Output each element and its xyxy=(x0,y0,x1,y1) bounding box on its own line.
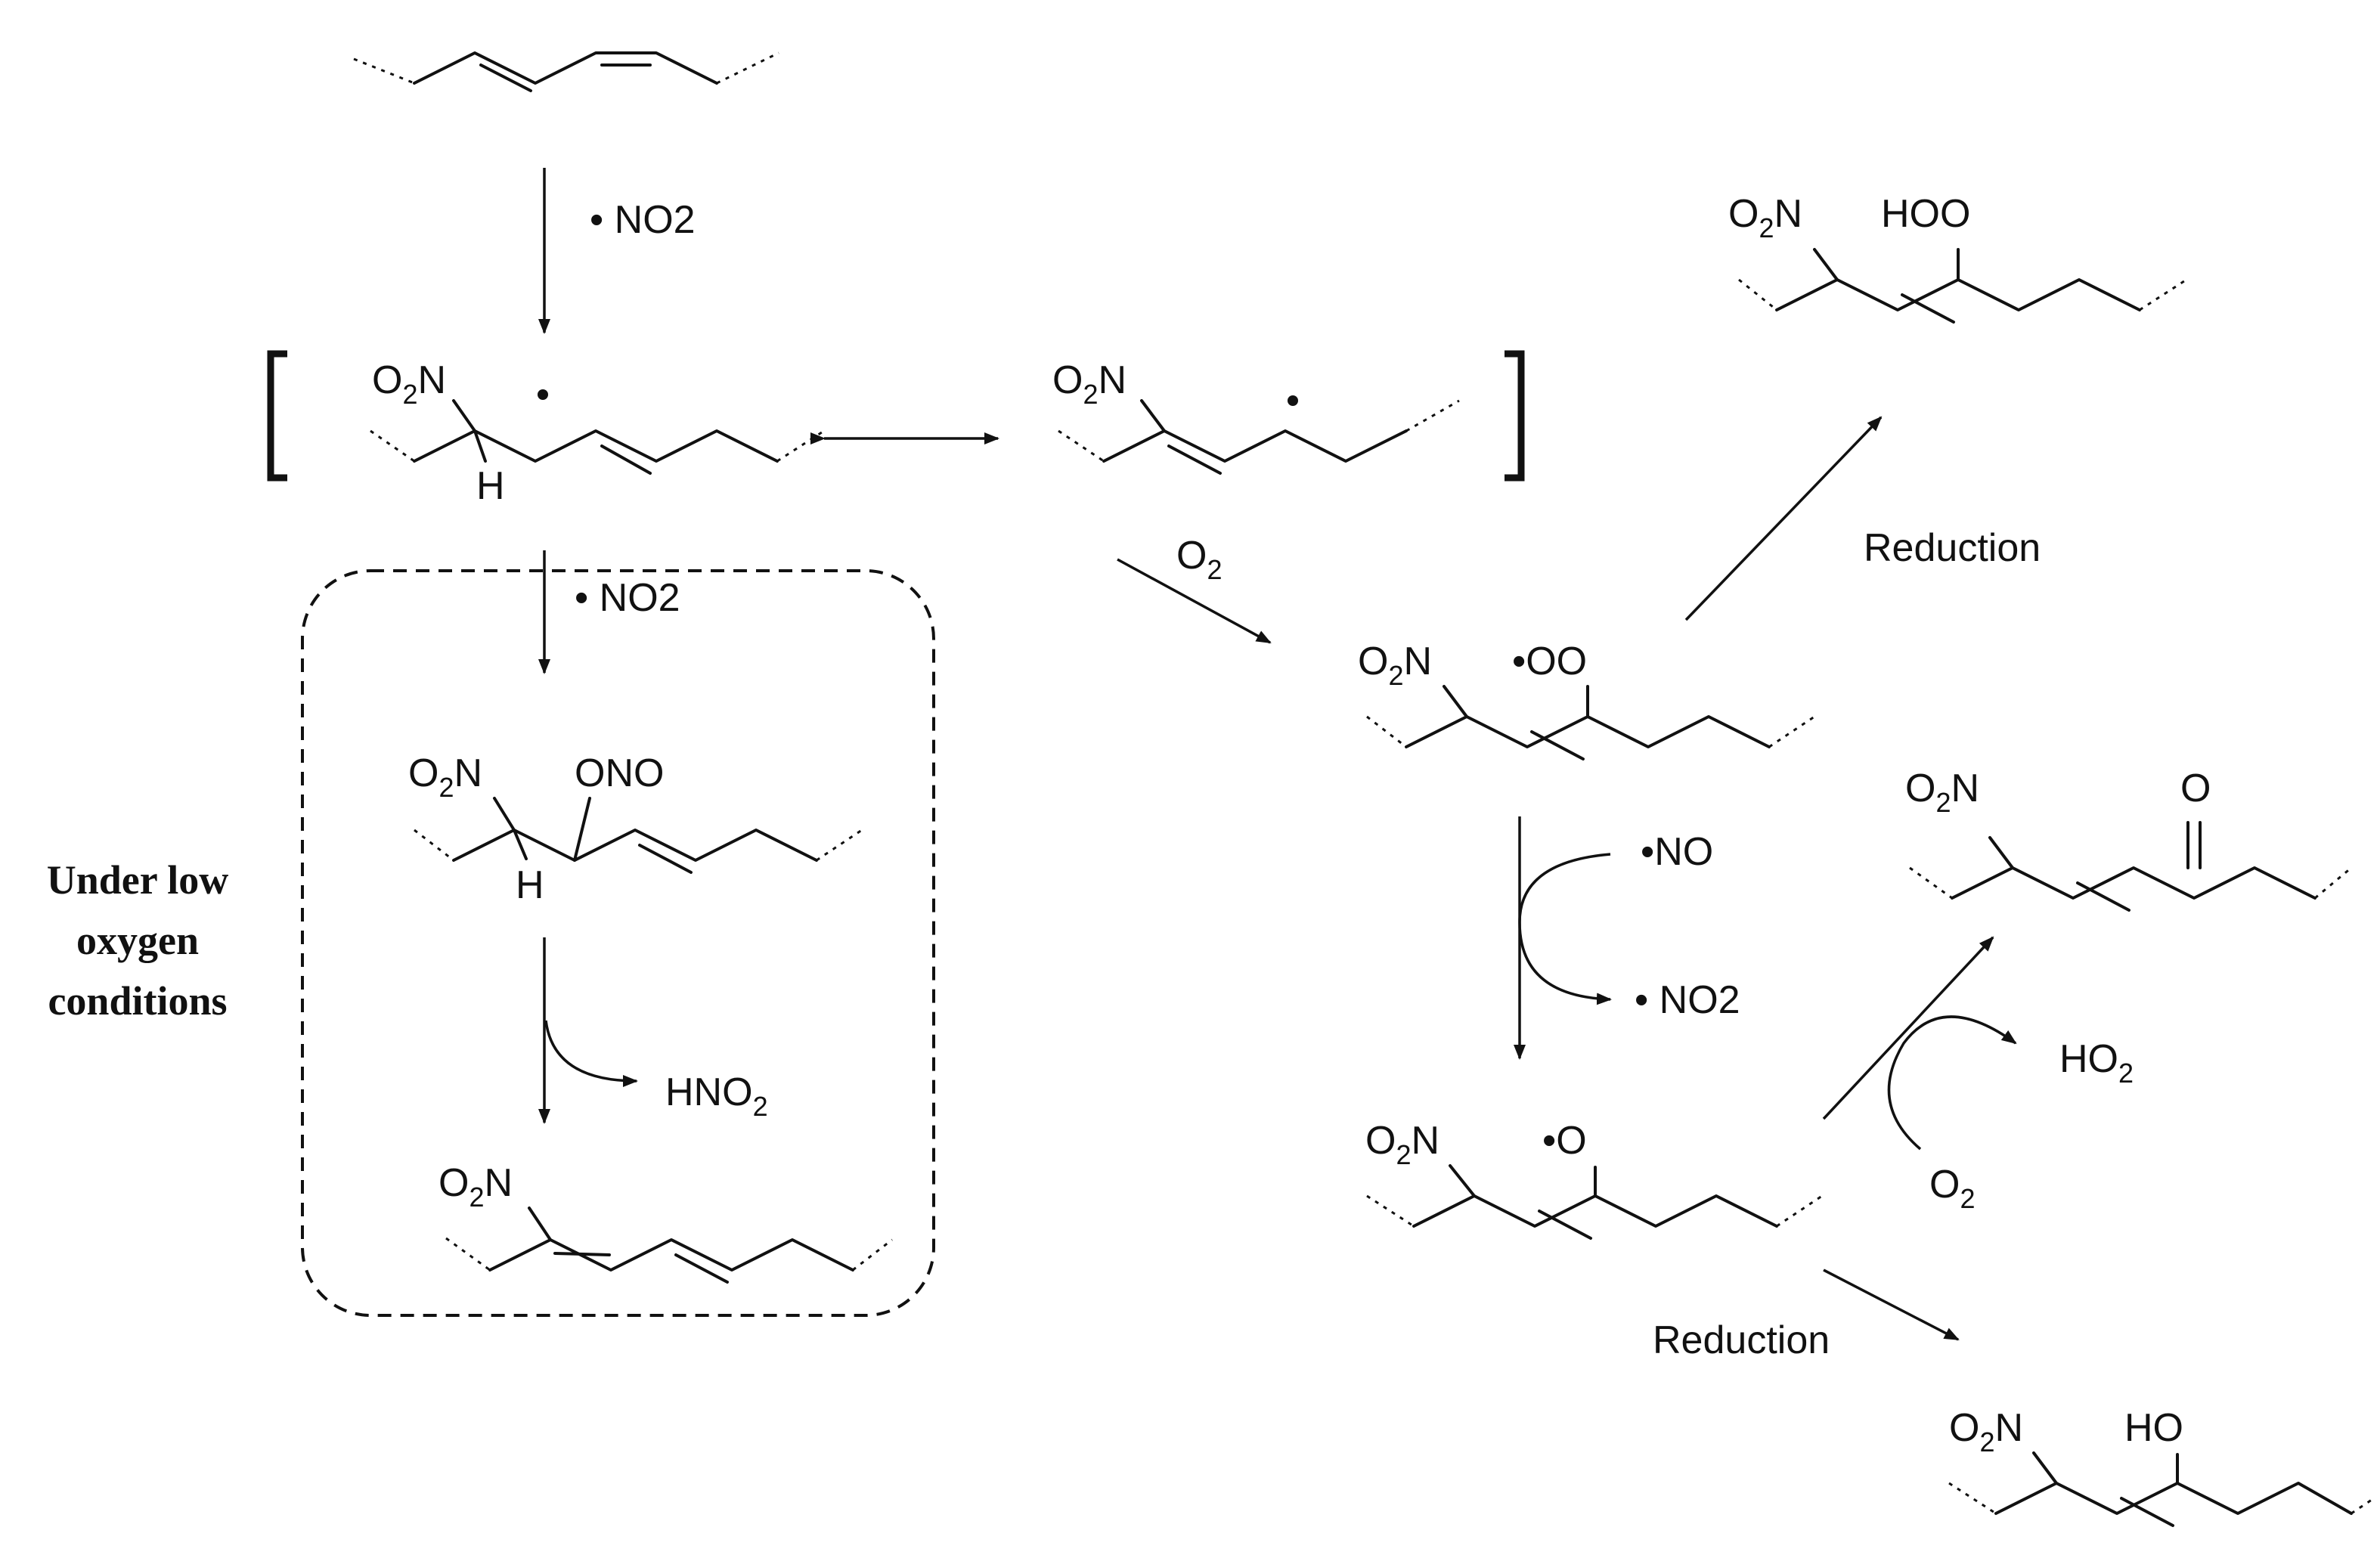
nitro-peroxyl-radical: O2N •OO xyxy=(1358,640,1815,760)
arrow-oxidation-ketone xyxy=(1822,936,1994,1120)
curved-arrow-hno2 xyxy=(544,1020,638,1087)
nitro-label-b: O2N xyxy=(1052,358,1126,410)
o2-main-label: O2 xyxy=(1176,534,1222,585)
low-oxygen-box xyxy=(301,569,935,1317)
h-label-c: H xyxy=(516,863,544,907)
curved-arrow-no xyxy=(1518,853,1612,1005)
nitro-hydroperoxide: O2N HOO xyxy=(1728,192,2187,324)
alkoxyl-label: •O xyxy=(1542,1119,1587,1163)
nitro-ketone: O2N O xyxy=(1905,767,2352,912)
ho2-label: HO2 xyxy=(2059,1037,2134,1089)
nitro-label-f: O2N xyxy=(1728,192,1802,243)
reduction-label-2: Reduction xyxy=(1653,1318,1830,1362)
side-label-line-1: Under low xyxy=(47,857,229,903)
arrow-reduction-hydroperoxide xyxy=(1684,416,1883,621)
side-label-line-2: oxygen xyxy=(76,918,199,963)
resonance-brackets xyxy=(267,350,1525,482)
no2-released-label: • NO2 xyxy=(1635,978,1740,1022)
no-radical-label: •NO xyxy=(1641,830,1713,874)
nitro-label-h: O2N xyxy=(1905,767,1979,818)
nitro-alcohol: O2N HO xyxy=(1948,1406,2375,1527)
radical-dot-b xyxy=(1288,395,1298,406)
curved-arrow-ho2 xyxy=(1887,1015,2017,1151)
nitro-label-i: O2N xyxy=(1949,1406,2023,1457)
hno2-label: HNO2 xyxy=(665,1070,768,1122)
arrow-o2-addition xyxy=(1117,558,1272,644)
no2-radical-label-1: • NO2 xyxy=(590,198,696,242)
reduction-label-1: Reduction xyxy=(1864,526,2041,570)
starting-diene xyxy=(353,51,779,92)
nitro-alkoxyl-radical: O2N •O xyxy=(1365,1119,1823,1240)
hydroxyl-label: HO xyxy=(2124,1406,2183,1450)
nitroalkyl-radical-a: O2N H xyxy=(370,358,825,508)
nitro-label-a: O2N xyxy=(372,358,446,410)
nitro-label-g: O2N xyxy=(1365,1119,1439,1170)
no2-radical-label-2: • NO2 xyxy=(575,576,680,620)
arrow-reduction-alcohol xyxy=(1823,1268,1960,1341)
hydroperoxide-label: HOO xyxy=(1881,192,1970,236)
h-label-a: H xyxy=(476,464,505,508)
ono-label: ONO xyxy=(575,751,664,795)
nitro-label-c: O2N xyxy=(408,751,482,803)
peroxyl-label: •OO xyxy=(1512,640,1587,683)
nitro-label-d: O2N xyxy=(439,1161,513,1213)
low-oxygen-label: Under low oxygen conditions xyxy=(47,857,229,1024)
nitro-label-e: O2N xyxy=(1358,640,1432,691)
radical-dot-a xyxy=(538,389,548,400)
nitro-nitrite: O2N ONO H xyxy=(408,751,863,907)
nitroalkyl-radical-b: O2N xyxy=(1052,358,1460,475)
nitroalkene-diene: O2N xyxy=(439,1161,893,1284)
side-label-line-3: conditions xyxy=(48,978,227,1024)
keto-label: O xyxy=(2180,767,2211,810)
o2-side-label: O2 xyxy=(1929,1163,1975,1214)
